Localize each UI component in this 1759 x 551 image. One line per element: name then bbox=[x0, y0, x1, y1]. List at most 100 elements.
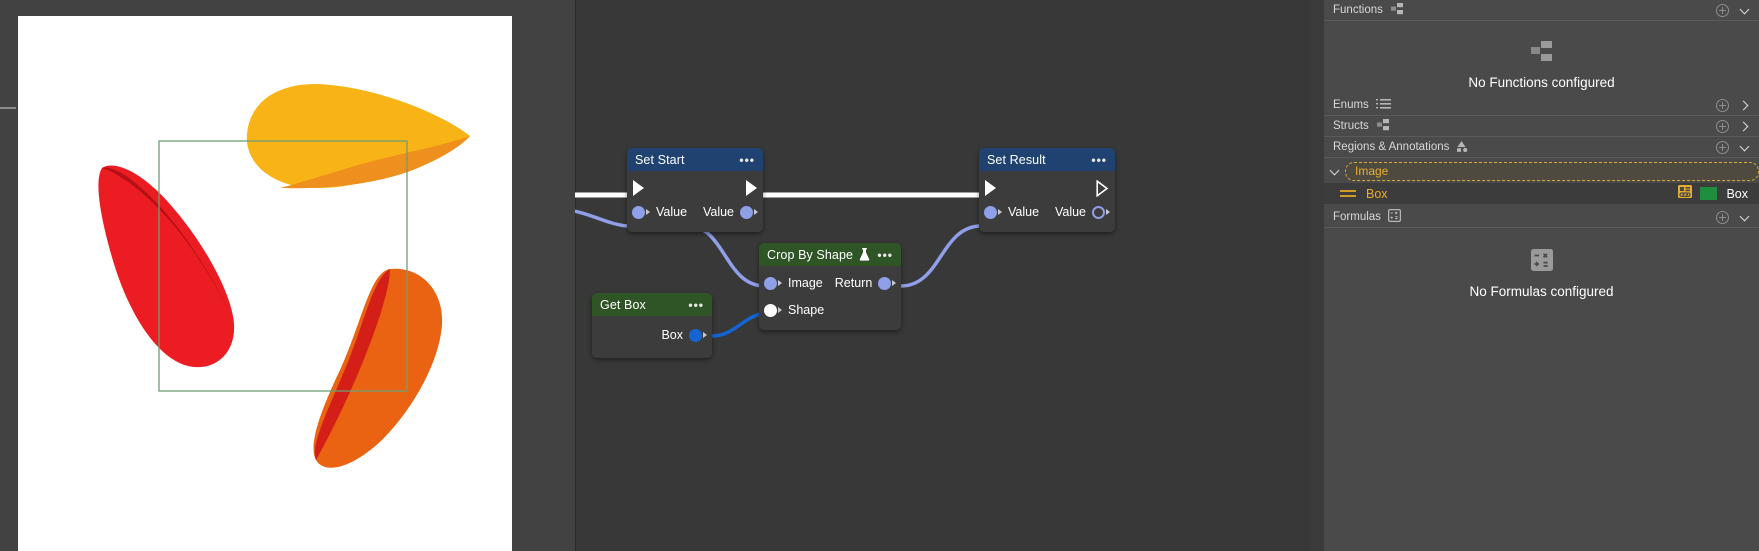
node-get-box-body: Box bbox=[592, 316, 712, 358]
data-wire-getbox-to-crop bbox=[711, 311, 766, 338]
node-crop-by-shape[interactable]: Crop By Shape ••• Image Return bbox=[759, 243, 901, 330]
tree-expand-chevron-down-icon[interactable] bbox=[1330, 167, 1339, 176]
section-label-functions: Functions bbox=[1333, 4, 1383, 16]
pin-image-in-arrow-icon bbox=[778, 280, 782, 286]
pin-value-out-arrow-icon bbox=[754, 209, 758, 215]
pin-value-in-label: Value bbox=[656, 205, 688, 219]
add-function-button[interactable] bbox=[1716, 3, 1729, 17]
pin-value-out-dot[interactable] bbox=[1092, 205, 1105, 219]
node-set-start-title: Set Start bbox=[635, 152, 685, 167]
yellow-petal bbox=[246, 83, 470, 189]
pin-value-in-label: Value bbox=[1008, 205, 1040, 219]
pin-box-out-dot[interactable] bbox=[689, 328, 702, 342]
formulas-empty-label: No Formulas configured bbox=[1469, 284, 1614, 299]
add-region-button[interactable] bbox=[1716, 140, 1729, 154]
shapes-icon bbox=[1456, 140, 1471, 155]
image-preview-canvas[interactable] bbox=[18, 16, 512, 551]
add-struct-button[interactable] bbox=[1716, 119, 1729, 133]
viewer-divider bbox=[0, 107, 16, 109]
pin-shape-in-label: Shape bbox=[788, 303, 825, 317]
functions-empty-label: No Functions configured bbox=[1468, 75, 1615, 90]
pin-box-out-label: Box bbox=[661, 328, 683, 342]
tree-node-image-chip[interactable]: Image bbox=[1345, 161, 1759, 181]
box-color-swatch[interactable] bbox=[1700, 187, 1718, 200]
chevron-down-icon[interactable] bbox=[1740, 213, 1749, 222]
pin-shape-in-arrow-icon bbox=[778, 307, 782, 313]
pin-shape-in-dot[interactable] bbox=[764, 303, 777, 317]
node-crop-by-shape-menu-icon[interactable]: ••• bbox=[877, 247, 893, 262]
node-get-box-header[interactable]: Get Box ••• bbox=[592, 293, 712, 316]
preview-artwork bbox=[98, 83, 470, 468]
node-set-result[interactable]: Set Result ••• Value bbox=[979, 148, 1115, 232]
chevron-down-icon[interactable] bbox=[1740, 6, 1749, 15]
section-label-regions: Regions & Annotations bbox=[1333, 141, 1450, 153]
node-set-result-header[interactable]: Set Result ••• bbox=[979, 148, 1115, 171]
node-get-box-menu-icon[interactable]: ••• bbox=[688, 297, 704, 312]
node-crop-by-shape-body: Image Return Shape bbox=[759, 266, 901, 330]
pin-image-in-dot[interactable] bbox=[764, 276, 777, 290]
outline-panel: Functions No Functions configured bbox=[1311, 0, 1759, 551]
tree-node-image-label: Image bbox=[1355, 164, 1389, 178]
pin-value-out-dot[interactable] bbox=[740, 205, 753, 219]
exec-in-triangle-icon[interactable] bbox=[633, 180, 644, 196]
node-set-start-menu-icon[interactable]: ••• bbox=[739, 152, 755, 167]
node-set-start-pins: Value Value bbox=[627, 201, 763, 223]
selection-box[interactable] bbox=[158, 140, 408, 392]
pin-return-out-dot[interactable] bbox=[878, 276, 892, 290]
pin-value-out-label: Value bbox=[1054, 205, 1086, 219]
section-label-formulas: Formulas bbox=[1333, 211, 1381, 223]
pin-value-in-arrow-icon bbox=[998, 209, 1002, 215]
pin-box-out-arrow-icon bbox=[703, 332, 707, 338]
chevron-right-icon[interactable] bbox=[1740, 122, 1749, 131]
section-label-enums: Enums bbox=[1333, 99, 1369, 111]
red-petal bbox=[98, 165, 235, 368]
flask-icon bbox=[859, 248, 870, 261]
section-header-regions[interactable]: Regions & Annotations bbox=[1324, 137, 1759, 158]
struct-tree-icon bbox=[1390, 2, 1405, 18]
node-set-start-body: Value Value bbox=[627, 171, 763, 232]
node-set-result-menu-icon[interactable]: ••• bbox=[1091, 152, 1107, 167]
node-get-box[interactable]: Get Box ••• Box bbox=[592, 293, 712, 358]
orange-petal bbox=[313, 268, 443, 468]
section-header-formulas[interactable]: Formulas bbox=[1324, 207, 1759, 228]
formulas-empty-state: No Formulas configured bbox=[1324, 228, 1759, 528]
node-crop-by-shape-title: Crop By Shape bbox=[767, 247, 854, 262]
node-wires bbox=[575, 192, 982, 338]
box-link-icon[interactable] bbox=[1678, 184, 1693, 203]
struct-tree-icon bbox=[1529, 41, 1555, 68]
pin-value-in-dot[interactable] bbox=[632, 205, 645, 219]
list-numbered-icon bbox=[1375, 98, 1391, 113]
data-wire-start-to-crop bbox=[687, 224, 766, 288]
data-wire-crop-to-result bbox=[900, 224, 982, 288]
exec-in-triangle-icon[interactable] bbox=[985, 180, 996, 196]
node-crop-pins-row-1: Image Return bbox=[759, 272, 901, 294]
node-set-start[interactable]: Set Start ••• Value Value bbox=[627, 148, 763, 232]
section-header-functions[interactable]: Functions bbox=[1324, 0, 1759, 21]
pin-value-out-label: Value bbox=[702, 205, 734, 219]
node-set-result-pins: Value Value bbox=[979, 201, 1115, 223]
node-set-result-title: Set Result bbox=[987, 152, 1046, 167]
add-formula-button[interactable] bbox=[1716, 210, 1729, 224]
add-enum-button[interactable] bbox=[1716, 98, 1729, 112]
tree-node-box-label: Box bbox=[1366, 186, 1388, 201]
node-crop-pins-row-2: Shape bbox=[759, 299, 901, 321]
exec-out-triangle-icon[interactable] bbox=[746, 180, 757, 196]
node-set-result-body: Value Value bbox=[979, 171, 1115, 232]
node-set-start-header[interactable]: Set Start ••• bbox=[627, 148, 763, 171]
pin-value-in-dot[interactable] bbox=[984, 205, 997, 219]
node-set-result-exec-row bbox=[979, 175, 1115, 201]
node-crop-by-shape-header[interactable]: Crop By Shape ••• bbox=[759, 243, 901, 266]
tree-row-image[interactable]: Image bbox=[1324, 161, 1759, 181]
tree-row-box[interactable]: Box Box bbox=[1324, 183, 1759, 204]
chevron-right-icon[interactable] bbox=[1740, 101, 1749, 110]
section-label-structs: Structs bbox=[1333, 120, 1369, 132]
node-graph-pane[interactable]: Set Start ••• Value Value bbox=[575, 0, 1311, 551]
section-header-enums[interactable]: Enums bbox=[1324, 95, 1759, 116]
chevron-down-icon[interactable] bbox=[1740, 143, 1749, 152]
section-header-structs[interactable]: Structs bbox=[1324, 116, 1759, 137]
calculator-icon bbox=[1530, 248, 1554, 277]
image-viewer-pane bbox=[0, 0, 575, 551]
exec-out-triangle-outline-icon[interactable] bbox=[1096, 179, 1109, 198]
pin-image-in-label: Image bbox=[788, 276, 823, 290]
